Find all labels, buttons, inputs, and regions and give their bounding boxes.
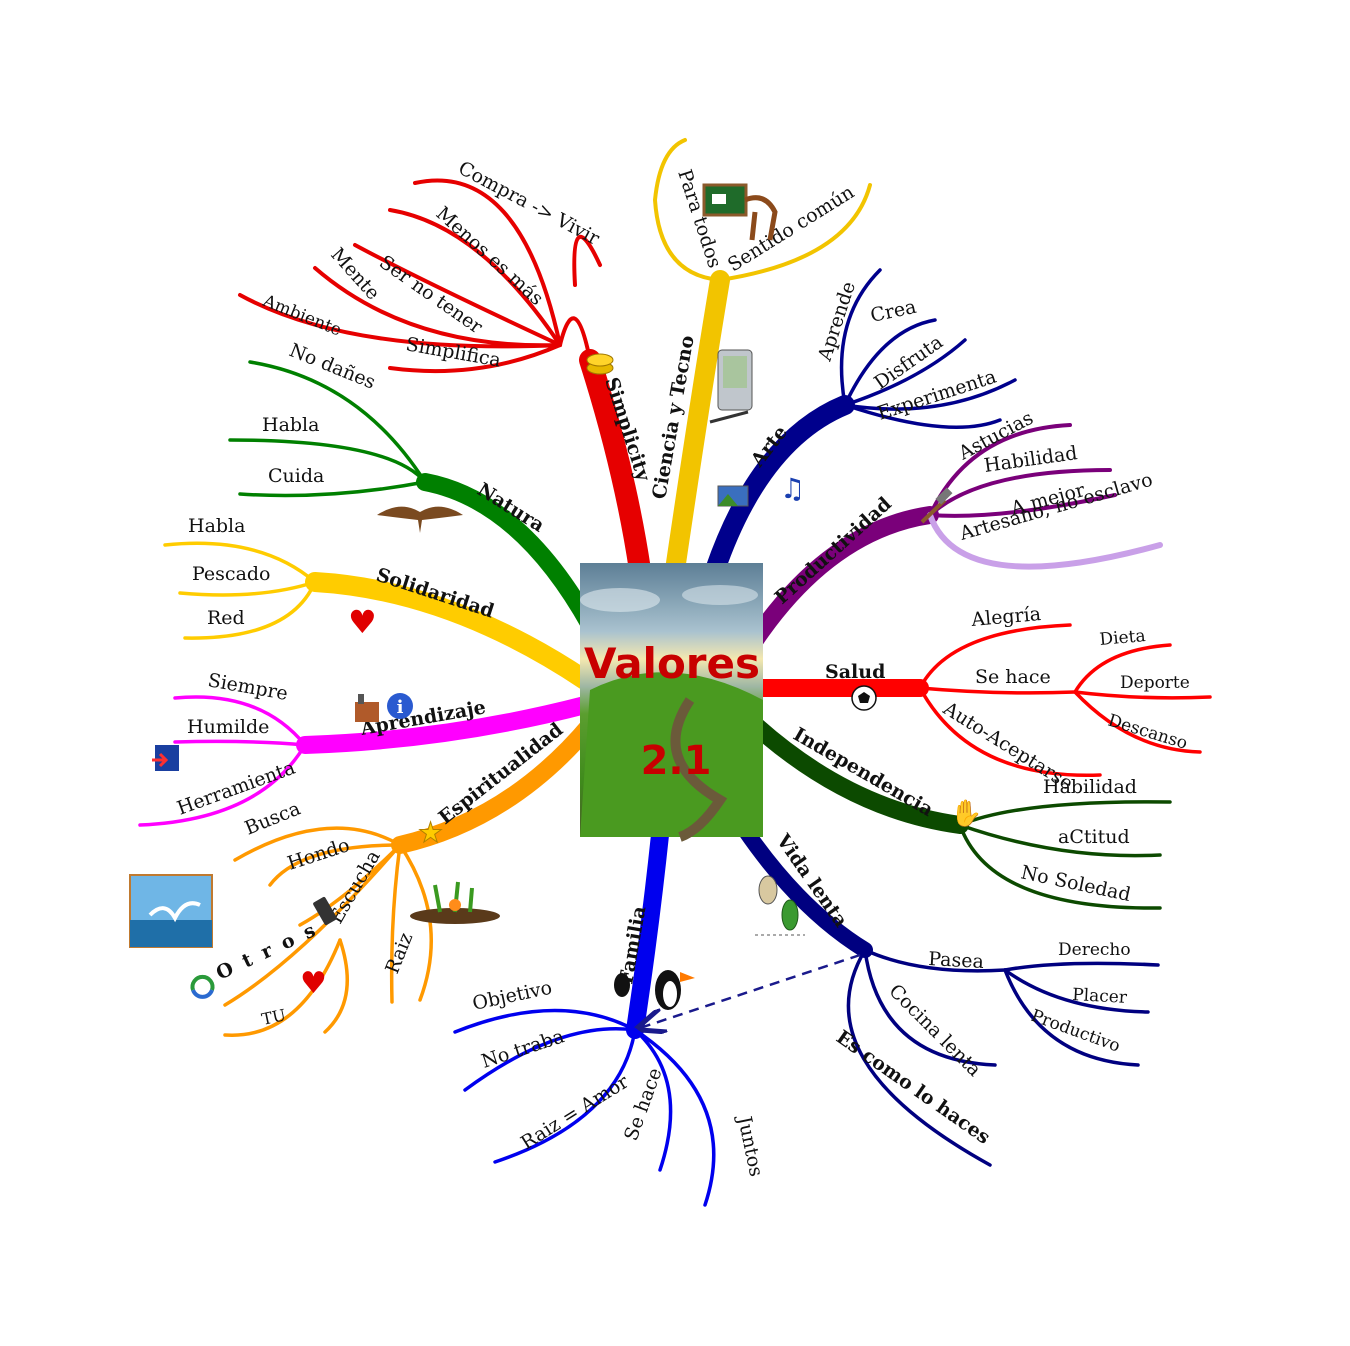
seagull-photo-icon [129,874,213,948]
node-derecho: Derecho [1058,940,1131,960]
node-no-soledad: No Soledad [1019,861,1133,906]
node-crea: Crea [868,296,918,327]
horse-blackboard-icon [702,183,778,241]
node-ser-no-tener: Ser no tener [375,251,487,339]
node-tu: TU [260,1005,288,1029]
heart-icon: ♥ [300,966,327,1001]
recycle-icon [190,974,215,999]
branch-familia: Familia Objetivo No traba Raiz = Amor Se… [453,904,768,1207]
penguins-icon [614,970,695,1010]
node-dieta: Dieta [1099,626,1147,650]
clapping-hands-icon: ✋ [950,798,982,829]
heart-icon: ♥ [348,603,377,641]
node-juntos: Juntos [733,1113,768,1179]
node-se-hace-salud: Se hace [975,666,1051,688]
node-habla-natura: Habla [262,414,319,436]
center-version: 2.1 [641,738,712,784]
node-aprende: Aprende [814,279,861,365]
node-descanso: Descanso [1106,711,1190,754]
exit-icon [152,745,179,771]
factory-icon [355,694,379,722]
branch-label-salud: Salud [825,661,885,683]
node-objetivo: Objetivo [470,977,554,1015]
node-cuida: Cuida [268,465,324,487]
node-pasea: Pasea [928,948,985,973]
pda-icon [709,349,753,424]
branch-productividad: Productividad Astucias Habilidad A mejor… [771,407,1163,609]
node-para-todos: Para todos [673,167,725,271]
star-icon: ★ [418,816,443,849]
hammer-icon [920,487,953,524]
node-habla-solid: Habla [188,515,245,537]
node-deporte: Deporte [1120,673,1190,693]
picture-icon [717,485,749,507]
link-arrow [640,953,861,1028]
node-no-traba: No traba [479,1025,567,1072]
dancing-frogs-icon [755,875,805,936]
center-node: Valores 2.1 [580,563,763,842]
center-title: Valores [584,639,760,688]
branch-salud: Salud Alegría Se hace Dieta Deporte Desc… [825,603,1212,795]
node-raiz-amor: Raiz = Amor [517,1070,633,1154]
eagle-icon [377,500,463,533]
phone-icon [313,896,337,926]
node-artesano: Artesano, no esclavo [956,469,1155,545]
node-humilde: Humilde [187,716,269,738]
svg-text:i: i [397,697,404,718]
music-note-icon: ♫ [780,472,805,505]
node-simplifica: Simplifica [404,333,502,371]
branch-label-productividad: Productividad [771,493,896,609]
node-placer: Placer [1072,985,1129,1008]
node-red: Red [207,607,245,629]
node-es-como-lo-haces: Es como lo haces [832,1026,994,1149]
plants-icon [410,881,500,924]
node-raiz: Raiz [381,930,417,977]
node-se-hace-familia: Se hace [620,1065,667,1144]
node-actitud: aCtitud [1058,826,1130,848]
node-no-danes: No dañes [286,339,378,393]
node-ambiente: Ambiente [259,291,344,341]
info-icon: i [387,693,413,719]
trunks [296,270,969,1039]
coins-icon [586,353,614,375]
soccer-ball-icon [851,685,877,711]
node-pescado: Pescado [192,563,271,585]
node-habilidad-indep: Habilidad [1043,776,1137,798]
node-hondo: Hondo [285,834,353,875]
